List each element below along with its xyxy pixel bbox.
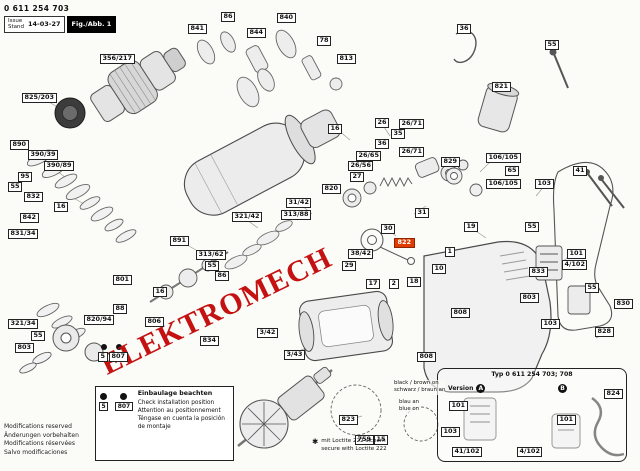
note-line: Modifications reserved	[4, 423, 72, 430]
note-line: Änderungen vorbehalten	[4, 431, 79, 439]
note-line: secure with Loctite 222	[321, 445, 387, 452]
wire-color-note: black / brown on schwarz / braun an	[394, 380, 446, 395]
note-line: Téngase en cuenta la posición de montaje	[137, 416, 225, 431]
note-line: mit Loctite 222 sichern	[321, 438, 386, 444]
installation-note: 5 807 Einbaulage beachten Check installa…	[95, 386, 234, 461]
version-label: Version	[448, 385, 474, 392]
note-line: Check installation position	[137, 399, 215, 406]
cylinder-821-drawing	[477, 82, 520, 133]
issue-date: 14-03-27	[28, 20, 61, 29]
variant-b-badge: B	[558, 384, 567, 393]
note-line: blau an	[399, 399, 420, 405]
screws-drawing	[549, 48, 625, 209]
cable-drawing	[591, 396, 625, 457]
note-line: blue on	[399, 406, 420, 413]
note-line: Modifications réservées	[4, 440, 75, 448]
dust-cap-drawing	[54, 97, 86, 129]
crank-drawing	[360, 228, 415, 265]
hammer-barrel-drawing	[183, 109, 341, 216]
dot-part-label: 807	[115, 402, 133, 411]
bullet-icon	[100, 393, 108, 400]
ring-stacks	[26, 149, 137, 341]
version-row: Version A	[448, 384, 486, 393]
modifications-note: Modifications reserved Änderungen vorbeh…	[4, 423, 79, 458]
note-line: Einbaulage beachten	[137, 390, 213, 397]
figure-badge: Fig./Abb. 1	[66, 16, 117, 33]
wire-color-note: blau an blue on	[399, 399, 420, 414]
variant-a-badge: A	[476, 384, 486, 393]
gears-drawing	[19, 324, 104, 374]
drawing-header: 0 611 254 703 Issue Stand 14-03-27 Fig./…	[4, 4, 117, 33]
asterisk-icon: ✱	[312, 437, 319, 446]
variant-inset: Typ 0 611 254 703; 708 Version A B	[437, 368, 627, 462]
stator-drawing	[298, 290, 394, 362]
wiring-detail-circle-small	[403, 406, 439, 442]
wiring-detail-circle	[330, 384, 382, 436]
part-number: 0 611 254 703	[4, 4, 70, 13]
variant-b-row: B	[558, 384, 567, 393]
bearings-drawing	[445, 167, 483, 197]
bullet-icon	[120, 393, 128, 400]
issue-box: Issue Stand 14-03-27	[4, 16, 65, 33]
loctite-note: ✱ mit Loctite 222 sichern secure with Lo…	[312, 438, 387, 453]
upper-parts-row	[196, 29, 343, 108]
spring-clip-drawing	[453, 30, 477, 64]
inset-title: Typ 0 611 254 703; 708	[491, 371, 573, 378]
note-line: Salvo modificaciones	[4, 449, 68, 457]
lube-point-dots	[101, 344, 122, 350]
stand-label: Stand	[8, 24, 24, 31]
note-line: Attention au positionnement	[137, 407, 221, 414]
chuck-drawing	[90, 47, 186, 123]
issue-label: Issue	[8, 18, 23, 24]
armature-drawing	[237, 366, 333, 449]
note-line: black / brown on	[394, 380, 439, 386]
dot-part-label: 5	[99, 402, 109, 411]
note-line: schwarz / braun an	[394, 387, 446, 394]
